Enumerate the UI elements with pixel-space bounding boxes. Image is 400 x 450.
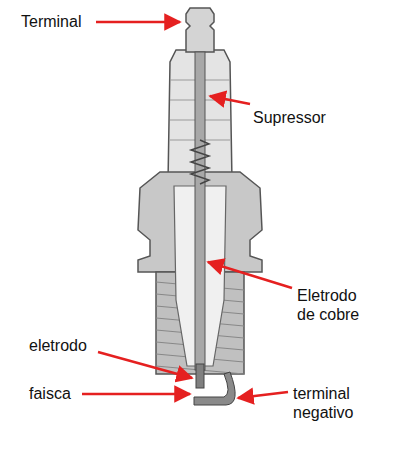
leader-arrow: [82, 393, 190, 396]
leader-arrow: [238, 392, 288, 398]
part-label: eletrodo: [28, 336, 88, 355]
center-rod: [195, 52, 205, 370]
part-label: terminal negativo: [292, 384, 378, 422]
leader-arrow: [96, 21, 180, 24]
leader-arrow: [98, 352, 192, 378]
suppressor-spring: [191, 140, 209, 184]
leader-arrow: [210, 96, 250, 104]
ground-electrode: [194, 372, 235, 405]
leader-arrow: [208, 262, 292, 288]
terminal-nut: [186, 8, 214, 52]
part-label: Terminal: [20, 12, 82, 31]
part-label: Eletrodo de cobre: [296, 286, 374, 324]
part-label: Supressor: [252, 108, 327, 127]
center-electrode-tip: [196, 364, 204, 388]
part-label: faisca: [28, 384, 72, 403]
